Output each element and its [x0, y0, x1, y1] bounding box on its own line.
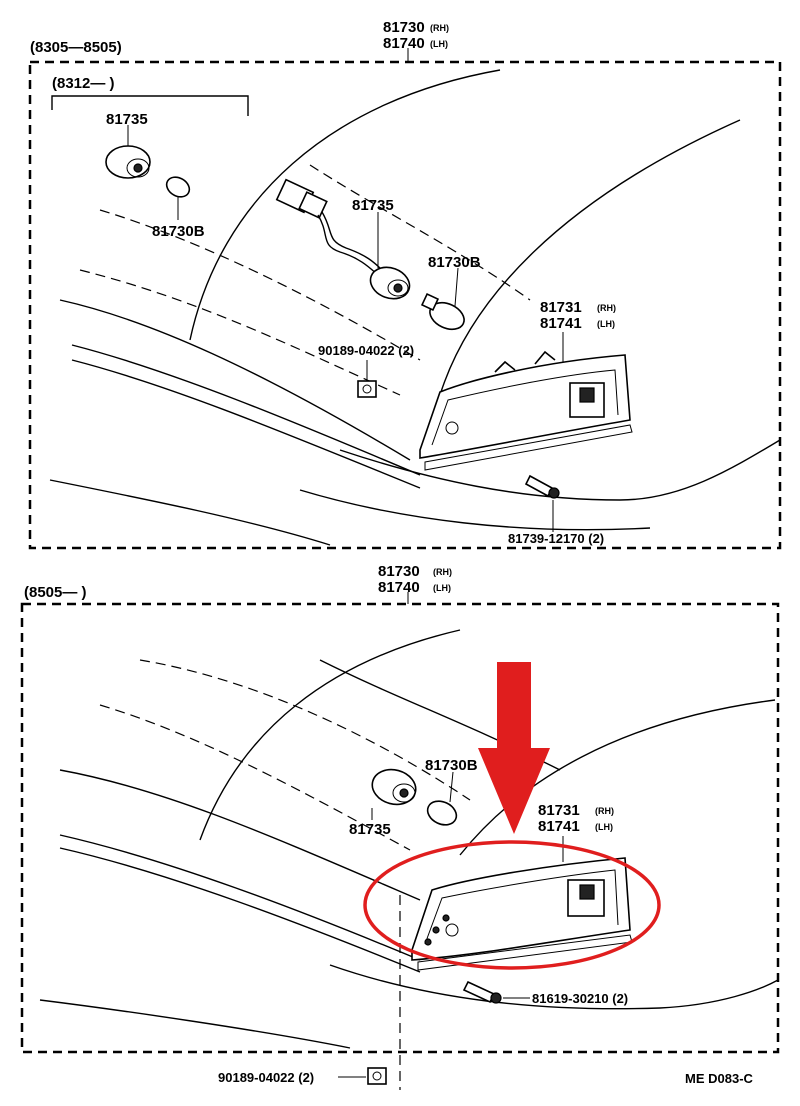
top-screw	[524, 474, 560, 499]
top-lens-rh-tag: (RH)	[597, 303, 616, 313]
top-body-line-5	[339, 439, 781, 501]
top-socket-b	[369, 266, 411, 300]
bottom-bulb-leader	[449, 771, 454, 803]
top-lh-tag: (LH)	[430, 39, 448, 49]
top-socket-a	[105, 145, 151, 179]
top-center-line-3	[309, 164, 531, 301]
top-body-line-4	[49, 479, 331, 546]
top-bulb-a-label: 81730B	[152, 223, 205, 240]
bottom-lens-rh: 81731	[538, 802, 580, 819]
bottom-assembly-rh: 81730	[378, 563, 420, 580]
bottom-rh-tag: (RH)	[433, 567, 452, 577]
bottom-body-curve-1	[199, 629, 461, 841]
bottom-lens-rh-tag: (RH)	[595, 806, 614, 816]
bottom-body-line-2	[59, 834, 421, 961]
top-socket-b-label: 81735	[352, 197, 394, 214]
bottom-date-range: (8505— )	[24, 584, 87, 601]
top-body-curve-2	[439, 119, 741, 396]
top-body-curve-1	[189, 69, 501, 341]
bottom-panel: (8505— ) 81730 (RH) 81740 (LH) 81730B 81…	[20, 563, 780, 1090]
top-assembly-lh: 81740	[383, 35, 425, 52]
bottom-center-line-2	[139, 659, 471, 801]
bottom-assembly-lh: 81740	[378, 579, 420, 596]
bottom-body-line-3	[59, 847, 421, 973]
bottom-socket-label: 81735	[349, 821, 391, 838]
top-assembly-rh: 81730	[383, 19, 425, 36]
top-nut	[357, 380, 377, 398]
bottom-body-line-4	[39, 999, 351, 1049]
top-connector	[275, 178, 383, 276]
top-body-line-2	[71, 344, 421, 476]
highlight-ellipse	[363, 840, 661, 970]
bottom-body-curve-2	[459, 699, 776, 856]
bottom-panel-frame	[20, 602, 780, 1054]
top-screw-label: 81739-12170 (2)	[508, 531, 604, 546]
top-bulb-b-label: 81730B	[428, 254, 481, 271]
top-center-line-2	[79, 269, 401, 396]
top-nut-label: 90189-04022 (2)	[318, 343, 414, 358]
bottom-lens-lh: 81741	[538, 818, 580, 835]
sub-range-bracket	[51, 95, 249, 116]
bottom-screw-label: 81619-30210 (2)	[532, 991, 628, 1006]
bottom-screw	[462, 980, 502, 1004]
top-center-line-1	[99, 209, 421, 361]
drawing-code: ME D083-C	[685, 1071, 754, 1086]
bottom-center-line-1	[99, 704, 411, 851]
bottom-body-line-5	[329, 964, 779, 1010]
top-lens-lh: 81741	[540, 315, 582, 332]
top-date-range: (8305—8505)	[30, 39, 122, 56]
bottom-lens-lh-tag: (LH)	[595, 822, 613, 832]
bottom-lens-assembly	[411, 857, 633, 971]
top-lens-lh-tag: (LH)	[597, 319, 615, 329]
bottom-socket	[371, 768, 417, 806]
top-lens-rh: 81731	[540, 299, 582, 316]
bottom-bulb	[426, 800, 458, 826]
top-lens-assembly	[419, 350, 633, 471]
top-body-line-3	[71, 359, 421, 489]
top-sub-range: (8312— )	[52, 75, 115, 92]
bottom-bulb-label: 81730B	[425, 757, 478, 774]
bottom-body-line-1	[59, 769, 421, 901]
top-bulb-b	[420, 292, 465, 331]
top-body-line-1	[59, 299, 411, 461]
top-body-line-6	[299, 489, 651, 531]
top-rh-tag: (RH)	[430, 23, 449, 33]
highlight-arrow	[478, 662, 550, 834]
bulb-b-leader	[454, 267, 459, 307]
top-bulb-a	[165, 176, 191, 220]
top-socket-a-label: 81735	[106, 111, 148, 128]
top-panel-frame	[28, 60, 782, 550]
bottom-nut-label: 90189-04022 (2)	[218, 1070, 314, 1085]
bottom-lh-tag: (LH)	[433, 583, 451, 593]
top-panel: (8305—8505) 81730 (RH) 81740 (LH) (8312—…	[28, 19, 782, 550]
bottom-nut	[367, 1067, 387, 1085]
